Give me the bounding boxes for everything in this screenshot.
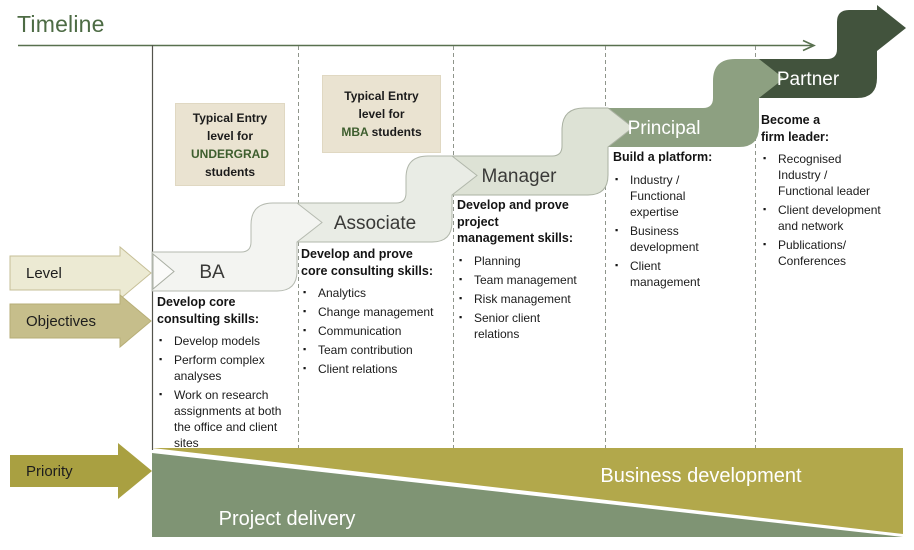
timeline-arrow xyxy=(18,39,816,52)
bullet-item: Industry / Functional expertise xyxy=(613,172,731,220)
step-associate-shape xyxy=(294,155,478,243)
partner-objectives-column: Become a firm leader: Recognised Industr… xyxy=(761,112,883,273)
entry-box-line: level for xyxy=(206,128,254,143)
business-development-label: Business development xyxy=(600,465,802,487)
bullet-item: Change management xyxy=(301,304,453,320)
project-delivery-label: Project delivery xyxy=(219,508,356,530)
entry-box-highlight: MBA xyxy=(341,125,369,139)
ba-objectives-column: Develop core consulting skills: Develop … xyxy=(157,294,291,455)
entry-box-line: Typical Entry xyxy=(344,89,419,103)
band-label-partner: Partner xyxy=(777,69,840,90)
column-heading: Develop and prove core consulting skills… xyxy=(301,247,433,278)
page-title: Timeline xyxy=(17,11,105,37)
bullet-item: Analytics xyxy=(301,285,453,301)
band-label-ba: BA xyxy=(199,262,225,283)
level-arrow xyxy=(9,245,152,301)
business-development-triangle xyxy=(152,448,903,534)
entry-box-line: level for xyxy=(358,107,405,121)
ba-entry-chevron-icon xyxy=(152,252,175,291)
column-heading: Become a firm leader: xyxy=(761,113,830,144)
entry-box-line: Typical Entry xyxy=(192,110,268,125)
bullet-item: Risk management xyxy=(457,291,585,307)
bullet-item: Develop models xyxy=(157,333,291,349)
bullet-item: Client relations xyxy=(301,361,453,377)
entry-box-highlight: UNDERGRAD xyxy=(191,146,269,161)
bullet-item: Recognised Industry / Functional leader xyxy=(761,151,881,199)
level-arrow-label: Level xyxy=(26,265,62,282)
column-heading: Develop and prove project management ski… xyxy=(457,198,574,245)
priority-arrow xyxy=(10,443,152,499)
step-principal-shape xyxy=(606,59,784,147)
column-heading: Develop core consulting skills: xyxy=(157,295,260,326)
bullet-list: Recognised Industry / Functional leader … xyxy=(761,151,881,270)
step-manager-shape xyxy=(449,107,634,196)
manager-objectives-column: Develop and prove project management ski… xyxy=(457,197,585,345)
bullet-item: Business development xyxy=(613,223,731,255)
bullet-list: Develop models Perform complex analyses … xyxy=(157,333,291,452)
project-delivery-triangle xyxy=(152,453,903,537)
bullet-item: Client management xyxy=(613,258,731,290)
objectives-arrow-label: Objectives xyxy=(26,313,96,330)
principal-objectives-column: Build a platform: Industry / Functional … xyxy=(613,149,739,293)
step-ba-shape xyxy=(151,202,323,292)
priority-arrow-label: Priority xyxy=(26,463,73,480)
band-label-associate: Associate xyxy=(334,213,416,234)
band-label-principal: Principal xyxy=(628,118,701,139)
bullet-list: Industry / Functional expertise Business… xyxy=(613,172,731,291)
bullet-list: Analytics Change management Communicatio… xyxy=(301,285,453,377)
bullet-item: Client development and network xyxy=(761,202,881,234)
step-partner-shape xyxy=(757,5,906,98)
band-label-manager: Manager xyxy=(482,166,558,187)
bullet-item: Work on research assignments at both the… xyxy=(157,387,291,451)
column-heading: Build a platform: xyxy=(613,150,713,164)
bullet-item: Team contribution xyxy=(301,342,453,358)
entry-box-line: MBA students xyxy=(323,123,440,141)
entry-box-suffix: students xyxy=(371,125,422,139)
entry-box-line: students xyxy=(204,164,255,179)
bullet-item: Senior client relations xyxy=(457,310,585,342)
bullet-item: Communication xyxy=(301,323,453,339)
bullet-item: Perform complex analyses xyxy=(157,352,291,384)
bullet-list: Planning Team management Risk management… xyxy=(457,253,585,342)
objectives-arrow xyxy=(9,293,152,349)
undergrad-entry-box: Typical Entry level for UNDERGRAD studen… xyxy=(175,103,285,186)
associate-objectives-column: Develop and prove core consulting skills… xyxy=(301,246,453,380)
bullet-item: Planning xyxy=(457,253,585,269)
bullet-item: Publications/ Conferences xyxy=(761,237,881,269)
bullet-item: Team management xyxy=(457,272,585,288)
mba-entry-box: Typical Entry level for MBA students xyxy=(322,75,441,153)
